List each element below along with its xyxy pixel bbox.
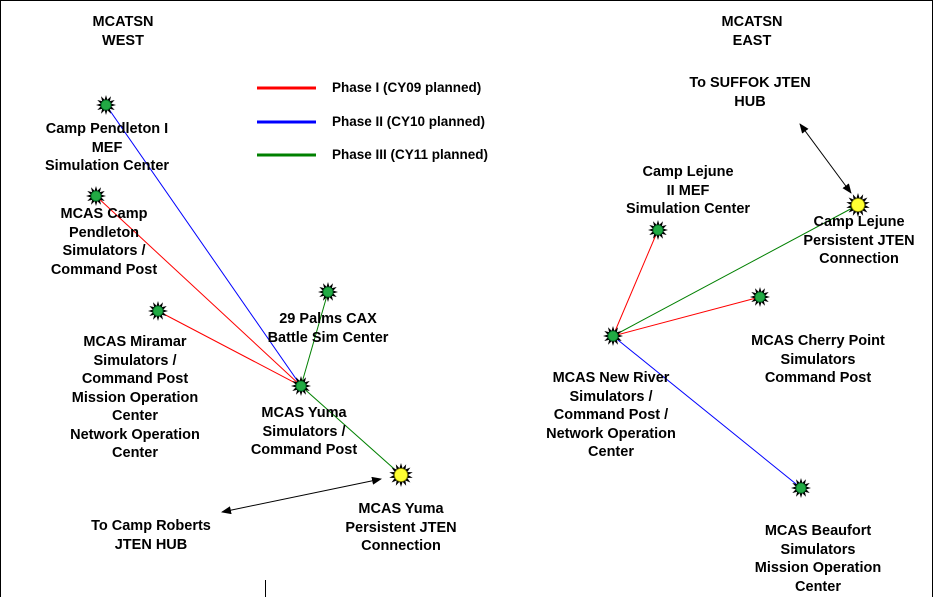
- node-marker-beaufort[interactable]: [791, 478, 811, 498]
- label-line: Battle Sim Center: [267, 329, 389, 346]
- label-line: Command Post: [50, 261, 158, 278]
- label-camp-lejune-mef: Camp Lejune II MEF Simulation Center: [626, 163, 750, 219]
- label-line: Simulators: [780, 541, 856, 558]
- label-line: MCAS New River: [552, 370, 670, 386]
- link-new-river-to-lejune-jten: [612, 204, 859, 337]
- region-west-label: MCATSN WEST: [93, 13, 154, 50]
- label-line: Simulators /: [262, 423, 346, 440]
- label-line: JTEN HUB: [114, 536, 188, 553]
- label-line: Connection: [819, 251, 899, 267]
- label-line: MCAS Camp: [60, 206, 148, 222]
- label-line: Camp Pendleton I: [45, 121, 169, 137]
- label-line: Connection: [361, 538, 441, 554]
- label-line: Simulators /: [569, 388, 653, 405]
- label-line: Simulators: [780, 351, 856, 368]
- label-camp-pendleton-mef: Camp Pendleton I MEF Simulation Center: [45, 120, 169, 176]
- link-new-river-to-cherry-point: [612, 296, 761, 337]
- label-line: Center: [795, 578, 841, 595]
- label-line: Command Post: [764, 370, 872, 386]
- label-line: MCAS Cherry Point: [751, 333, 885, 349]
- label-line: MCAS Miramar: [83, 334, 187, 350]
- label-camp-roberts-hub: To Camp Roberts JTEN HUB: [91, 517, 211, 554]
- label-29-palms: 29 Palms CAX Battle Sim Center: [268, 310, 389, 347]
- link-miramar-to-yuma: [157, 310, 302, 387]
- node-marker-cherry-point[interactable]: [750, 287, 770, 307]
- label-line: Command Post: [81, 371, 189, 387]
- label-mcas-miramar: MCAS Miramar Simulators / Command Post M…: [70, 333, 200, 463]
- label-line: Mission Operation: [71, 389, 199, 406]
- label-mcas-cherry-point: MCAS Cherry Point Simulators Command Pos…: [751, 332, 885, 388]
- hub-arrow-roberts-hub: [221, 476, 382, 515]
- label-line: Persistent JTEN: [345, 519, 457, 536]
- hub-arrow-suffok-hub: [799, 123, 852, 194]
- link-new-river-to-lejune-mef: [612, 229, 659, 337]
- label-camp-lejune-jten: Camp Lejune Persistent JTEN Connection: [803, 213, 914, 269]
- legend-label-phase-1: Phase I (CY09 planned): [332, 80, 482, 95]
- node-marker-miramar[interactable]: [148, 301, 168, 321]
- region-east-label: MCATSN EAST: [722, 13, 783, 50]
- node-marker-palms[interactable]: [318, 282, 338, 302]
- label-line: MCAS Yuma: [358, 501, 444, 517]
- label-mcas-new-river: MCAS New River Simulators / Command Post…: [546, 369, 676, 462]
- label-line: 29 Palms CAX: [279, 311, 377, 327]
- label-line: HUB: [734, 93, 766, 110]
- region-east-line-1: MCATSN: [721, 14, 783, 30]
- node-markers-layer: [86, 95, 870, 498]
- region-east-line-2: EAST: [732, 32, 772, 49]
- node-marker-yuma[interactable]: [291, 376, 311, 396]
- legend-label-phase-3: Phase III (CY11 planned): [332, 147, 489, 162]
- label-line: MEF: [91, 139, 123, 156]
- link-pendleton-mef-to-yuma: [105, 104, 302, 387]
- label-line: Center: [588, 444, 634, 460]
- node-marker-pendleton-mef[interactable]: [96, 95, 116, 115]
- node-marker-new-river[interactable]: [603, 326, 623, 346]
- label-line: Pendleton: [68, 224, 140, 241]
- label-line: Simulators /: [62, 243, 146, 259]
- label-line: Command Post: [250, 442, 358, 458]
- label-mcas-beaufort: MCAS Beaufort Simulators Mission Operati…: [755, 522, 882, 596]
- links-layer: [95, 104, 859, 489]
- label-line: To SUFFOK JTEN: [689, 75, 811, 91]
- link-mcas-pendleton-to-yuma: [95, 195, 302, 387]
- label-line: Center: [112, 408, 158, 424]
- legend-swatches: [257, 86, 316, 157]
- label-line: To Camp Roberts: [91, 518, 211, 534]
- region-west-line-2: WEST: [102, 32, 144, 49]
- legend-label-phase-2: Phase II (CY10 planned): [332, 114, 486, 129]
- region-west-line-1: MCATSN: [92, 14, 154, 30]
- label-line: Command Post /: [553, 407, 669, 423]
- label-line: II MEF: [666, 182, 710, 199]
- hub-arrows-layer: [221, 123, 852, 515]
- label-suffok-hub: To SUFFOK JTEN HUB: [689, 74, 810, 111]
- link-palms-to-yuma: [300, 291, 329, 387]
- label-line: Camp Lejune: [642, 164, 734, 180]
- label-line: MCAS Beaufort: [764, 523, 872, 539]
- node-marker-lejune-mef[interactable]: [648, 220, 668, 240]
- label-line: Center: [112, 445, 158, 461]
- link-new-river-to-beaufort: [612, 335, 802, 489]
- label-mcas-camp-pendleton: MCAS Camp Pendleton Simulators / Command…: [51, 205, 157, 279]
- label-mcas-yuma-jten: MCAS Yuma Persistent JTEN Connection: [345, 500, 456, 556]
- label-line: Simulation Center: [44, 158, 170, 174]
- label-line: Simulators /: [93, 352, 177, 369]
- link-yuma-to-yuma-jten: [300, 385, 402, 476]
- node-marker-yuma-jten[interactable]: [389, 463, 413, 487]
- label-line: Network Operation: [546, 425, 676, 442]
- label-mcas-yuma: MCAS Yuma Simulators / Command Post: [251, 404, 357, 460]
- label-line: Simulation Center: [625, 201, 751, 217]
- label-line: Camp Lejune: [813, 214, 905, 230]
- node-marker-mcas-pendleton[interactable]: [86, 186, 106, 206]
- node-marker-lejune-jten[interactable]: [846, 193, 870, 217]
- label-line: MCAS Yuma: [261, 405, 347, 421]
- label-line: Mission Operation: [754, 560, 882, 576]
- label-line: Network Operation: [70, 426, 200, 443]
- label-line: Persistent JTEN: [803, 232, 915, 249]
